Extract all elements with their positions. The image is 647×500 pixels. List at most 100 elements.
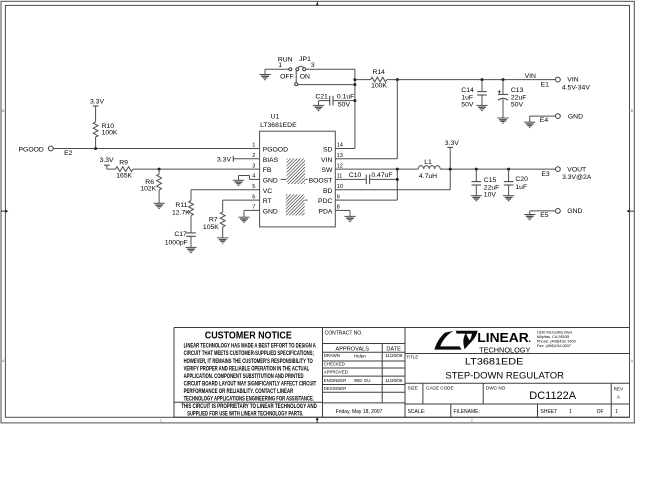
svg-text:VIN: VIN — [321, 157, 332, 164]
svg-text:C14: C14 — [461, 87, 474, 94]
svg-text:VIN: VIN — [525, 73, 536, 80]
svg-text:C20: C20 — [515, 176, 528, 183]
svg-text:VIN: VIN — [567, 77, 578, 84]
svg-text:APPROVED: APPROVED — [324, 369, 348, 374]
svg-text:9: 9 — [337, 194, 340, 200]
svg-text:R11: R11 — [175, 202, 187, 209]
svg-text:PGOOD: PGOOD — [263, 147, 288, 154]
svg-text:3.3V@2A: 3.3V@2A — [562, 174, 592, 181]
svg-text:13: 13 — [337, 153, 343, 159]
svg-text:SIZE: SIZE — [408, 386, 418, 391]
svg-text:1: 1 — [615, 409, 618, 415]
svg-text:OF: OF — [597, 409, 604, 415]
svg-text:LINEAR: LINEAR — [477, 330, 529, 345]
svg-text:APPROVALS: APPROVALS — [336, 346, 370, 352]
svg-text:OFF: OFF — [280, 74, 294, 81]
svg-text:R10: R10 — [102, 123, 115, 130]
svg-text:DC1122A: DC1122A — [529, 390, 577, 402]
svg-text:RUN: RUN — [278, 57, 293, 64]
svg-text:1uF: 1uF — [515, 184, 527, 191]
svg-text:GND: GND — [263, 209, 278, 216]
svg-text:A: A — [631, 359, 634, 363]
svg-text:CIRCUIT BOARD LAYOUT MAY SIGNI: CIRCUIT BOARD LAYOUT MAY SIGNIFICANTLY A… — [184, 380, 317, 387]
svg-text:A: A — [2, 359, 5, 363]
svg-text:4.7uH: 4.7uH — [419, 173, 437, 180]
svg-text:3.3V: 3.3V — [445, 140, 459, 147]
svg-text:8: 8 — [337, 205, 340, 211]
svg-text:50V: 50V — [511, 102, 524, 109]
svg-text:DESIGNER: DESIGNER — [324, 386, 346, 391]
svg-text:3.3V: 3.3V — [100, 157, 114, 164]
svg-text:VC: VC — [263, 188, 273, 195]
svg-text:U1: U1 — [271, 114, 280, 121]
svg-text:100K: 100K — [371, 83, 387, 90]
svg-text:1: 1 — [252, 143, 255, 149]
svg-text:5: 5 — [252, 184, 255, 190]
svg-text:REV: REV — [614, 387, 624, 392]
svg-text:10: 10 — [337, 184, 343, 190]
svg-text:LT3681EDE: LT3681EDE — [260, 122, 297, 129]
svg-text:WEI GU: WEI GU — [354, 378, 371, 383]
svg-text:1630 McCarthy Blvd.: 1630 McCarthy Blvd. — [537, 329, 573, 334]
svg-text:SCALE:: SCALE: — [408, 409, 426, 415]
svg-text:C13: C13 — [511, 87, 524, 94]
svg-text:SW: SW — [321, 167, 333, 174]
svg-text:VERIFY PROPER AND RELIABLE OPE: VERIFY PROPER AND RELIABLE OPERATION IN … — [184, 365, 310, 372]
svg-text:Phone: (408)432-1900: Phone: (408)432-1900 — [537, 338, 577, 343]
svg-text:1uF: 1uF — [461, 94, 473, 101]
svg-text:R7: R7 — [209, 216, 218, 223]
svg-text:HOWEVER, IT REMAINS THE CUSTOM: HOWEVER, IT REMAINS THE CUSTOMER’S RESPO… — [184, 358, 313, 365]
svg-text:1000pF: 1000pF — [165, 240, 188, 247]
svg-text:R6: R6 — [145, 179, 154, 186]
svg-text:E4: E4 — [540, 117, 549, 124]
svg-text:LT3681EDE: LT3681EDE — [465, 357, 524, 367]
svg-text:PERFORMANCE OR RELIABILITY. C: PERFORMANCE OR RELIABILITY. CONTACT LINE… — [184, 388, 294, 395]
svg-text:GND: GND — [567, 208, 582, 215]
svg-text:GND: GND — [568, 113, 583, 120]
svg-text:14: 14 — [337, 143, 343, 149]
svg-text:11/20/06: 11/20/06 — [385, 378, 403, 383]
svg-text:102K: 102K — [140, 186, 156, 193]
svg-text:E2: E2 — [64, 150, 73, 157]
svg-text:165K: 165K — [116, 173, 132, 180]
svg-text:B: B — [631, 109, 633, 113]
svg-text:R14: R14 — [372, 69, 385, 76]
svg-text:6: 6 — [252, 194, 255, 200]
svg-text:DRAWN: DRAWN — [324, 353, 340, 358]
svg-text:TECHNOLOGY: TECHNOLOGY — [479, 347, 531, 354]
svg-text:TITLE: TITLE — [407, 355, 419, 360]
svg-text:STEP-DOWN REGULATOR: STEP-DOWN REGULATOR — [445, 371, 564, 381]
svg-text:1: 1 — [278, 62, 282, 69]
svg-text:Helen: Helen — [354, 354, 366, 359]
svg-text:22uF: 22uF — [484, 185, 500, 192]
svg-text:CHECKED: CHECKED — [324, 361, 345, 366]
svg-text:LINEAR TECHNOLOGY HAS MADE A B: LINEAR TECHNOLOGY HAS MADE A BEST EFFORT… — [184, 343, 317, 350]
svg-text:FILENAME:: FILENAME: — [454, 409, 480, 415]
svg-text:10V: 10V — [484, 191, 497, 198]
svg-text:4.5V-34V: 4.5V-34V — [562, 85, 590, 92]
svg-text:VOUT: VOUT — [567, 166, 586, 173]
svg-text:GND: GND — [263, 178, 278, 185]
svg-text:BOOST: BOOST — [309, 178, 333, 185]
svg-text:E5: E5 — [540, 212, 549, 219]
svg-text:Milpitas, CA 95035: Milpitas, CA 95035 — [537, 334, 569, 339]
svg-text:11: 11 — [337, 174, 343, 180]
svg-text:C21: C21 — [315, 93, 328, 100]
svg-text:12: 12 — [337, 163, 343, 169]
svg-text:APPLICATION. COMPONENT SUBSTI: APPLICATION. COMPONENT SUBSTITUTION AND … — [184, 373, 304, 380]
svg-text:PDA: PDA — [318, 209, 332, 216]
svg-text:L1: L1 — [424, 159, 432, 166]
svg-text:TECHNOLOGY APPLICATIONS ENGINE: TECHNOLOGY APPLICATIONS ENGINEERING FOR … — [184, 395, 314, 402]
svg-text:Fax: (408)434-0507: Fax: (408)434-0507 — [537, 343, 571, 348]
svg-text:2: 2 — [471, 419, 473, 423]
svg-text:C10: C10 — [349, 172, 362, 179]
svg-text:E1: E1 — [541, 81, 550, 88]
svg-text:DATE: DATE — [386, 346, 401, 352]
svg-text:CAGE CODE: CAGE CODE — [426, 386, 454, 391]
svg-text:1: 1 — [569, 409, 572, 415]
svg-text:Friday, May 18, 2007: Friday, May 18, 2007 — [336, 409, 383, 415]
svg-text:THIS CIRCUIT IS PROPRIETARY TO: THIS CIRCUIT IS PROPRIETARY TO LINEAR TE… — [181, 403, 317, 410]
svg-text:0.1uF: 0.1uF — [337, 93, 354, 100]
svg-text:3: 3 — [252, 163, 255, 169]
svg-text:22uF: 22uF — [511, 94, 527, 101]
